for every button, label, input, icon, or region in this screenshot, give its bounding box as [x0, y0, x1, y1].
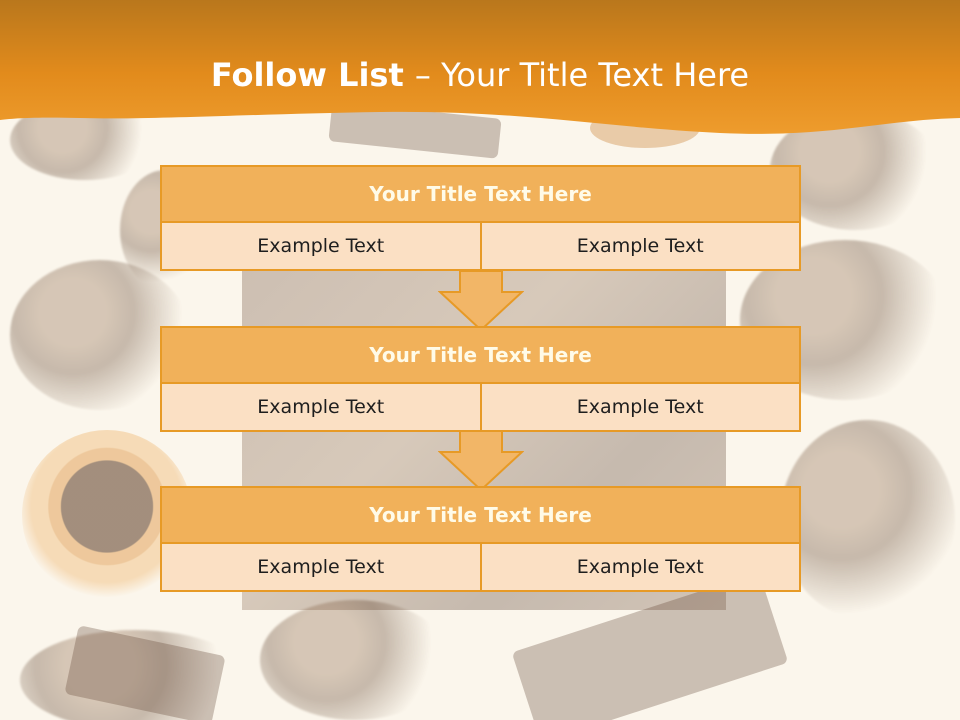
step-title: Your Title Text Here — [162, 167, 799, 223]
step-panel-2: Your Title Text Here Example Text Exampl… — [160, 326, 801, 432]
header-band — [0, 0, 960, 150]
down-arrow-icon — [438, 430, 524, 492]
step-title: Your Title Text Here — [162, 328, 799, 384]
slide-title-bold: Follow List — [210, 56, 415, 94]
step-cell-right: Example Text — [479, 544, 800, 590]
slide-title-rest: – Your Title Text Here — [414, 56, 750, 94]
coffee-beans-image — [20, 630, 250, 720]
step-cell-right: Example Text — [479, 223, 800, 269]
step-cell-right: Example Text — [479, 384, 800, 430]
coffee-beans-image — [780, 420, 955, 620]
step-panel-3: Your Title Text Here Example Text Exampl… — [160, 486, 801, 592]
slide-title: Follow List – Your Title Text Here — [0, 56, 960, 94]
down-arrow-icon — [438, 270, 524, 332]
step-cell-left: Example Text — [257, 556, 385, 578]
step-panel-1: Your Title Text Here Example Text Exampl… — [160, 165, 801, 271]
step-row: Example Text Example Text — [162, 544, 799, 590]
step-row: Example Text Example Text — [162, 223, 799, 269]
step-cell-left: Example Text — [257, 396, 385, 418]
coffee-beans-image — [260, 600, 450, 720]
step-cell-left: Example Text — [257, 235, 385, 257]
step-title: Your Title Text Here — [162, 488, 799, 544]
step-row: Example Text Example Text — [162, 384, 799, 430]
